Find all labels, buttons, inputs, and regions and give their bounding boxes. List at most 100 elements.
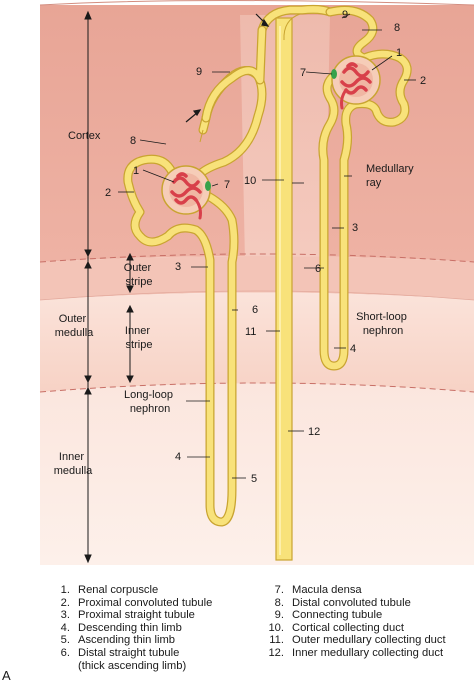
callout-2-long: 2 xyxy=(105,187,111,199)
zone-labels: Cortex Outer medulla Outer stripe Inner … xyxy=(54,130,417,477)
label-outer-medulla-line1: Outer xyxy=(59,313,87,325)
legend-text: Descending thin limb xyxy=(78,621,182,634)
label-medullary-ray: Medullary ray xyxy=(366,163,417,189)
legend-text: Proximal straight tubule xyxy=(78,609,195,622)
legend-item-1: 1. Renal corpuscle xyxy=(48,584,212,597)
legend-num: 10. xyxy=(268,621,284,634)
callout-8-short: 8 xyxy=(394,22,400,34)
callout-5-long: 5 xyxy=(251,473,257,485)
label-inner-stripe: Inner stripe xyxy=(125,325,153,351)
arrow-afferent-long xyxy=(192,109,202,117)
flow-arrows xyxy=(185,13,270,123)
callout-4-short: 4 xyxy=(350,343,356,355)
label-medullary-ray-line1: Medullary xyxy=(366,163,414,175)
number-callouts: 9 8 1 2 7 10 3 6 11 12 4 5 9 8 1 7 2 3 6… xyxy=(105,9,426,485)
callout-9-short: 9 xyxy=(342,9,348,21)
legend-text: Renal corpuscle xyxy=(78,584,159,596)
legend-item-6-subtext: (thick ascending limb) xyxy=(48,660,212,673)
legend-num: 3. xyxy=(60,609,70,622)
label-outer-stripe-line1: Outer xyxy=(124,262,152,274)
legend-subtext: (thick ascending limb) xyxy=(78,659,187,672)
inner-stripe-zone xyxy=(40,292,474,392)
label-inner-medulla-line2: medulla xyxy=(54,465,93,477)
label-long-loop-line2: nephron xyxy=(130,403,170,415)
callout-12: 12 xyxy=(308,426,320,438)
callout-7-long: 7 xyxy=(224,179,230,191)
legend-item-7: 7. Macula densa xyxy=(262,584,446,597)
renal-corpuscle-long xyxy=(161,165,211,220)
legend-num: 7. xyxy=(274,584,284,596)
label-outer-stripe-line2: stripe xyxy=(126,276,153,288)
legend-num: 2. xyxy=(60,596,70,609)
callout-10: 10 xyxy=(244,175,256,187)
long-loop-nephron-tubule xyxy=(123,25,267,527)
legend-item-12: 12. Inner medullary collecting duct xyxy=(262,647,446,660)
callout-8-long: 8 xyxy=(130,135,136,147)
legend-item-3: 3. Proximal straight tubule xyxy=(48,609,212,622)
short-loop-nephron-tubule xyxy=(318,5,412,371)
legend-num: 5. xyxy=(60,634,70,647)
legend-text: Inner medullary collecting duct xyxy=(292,646,444,659)
legend-right-column: 7. Macula densa 8. Distal convoluted tubul… xyxy=(262,584,446,660)
legend-text: Macula densa xyxy=(292,584,362,596)
legend-num: 6. xyxy=(60,646,70,659)
label-inner-stripe-line1: Inner xyxy=(125,325,150,337)
legend-num: 4. xyxy=(60,621,70,634)
leader-lines xyxy=(118,13,416,479)
callout-6-long: 6 xyxy=(252,304,258,316)
legend-num: 11. xyxy=(269,634,284,647)
legend-item-4: 4. Descending thin limb xyxy=(48,622,212,635)
panel-letter: A xyxy=(2,668,11,683)
callout-4-long: 4 xyxy=(175,451,181,463)
legend: 1. Renal corpuscle 2. Proximal convoluted … xyxy=(0,576,474,687)
callout-1-short: 1 xyxy=(396,47,402,59)
label-inner-medulla-line1: Inner xyxy=(59,451,84,463)
label-outer-medulla: Outer medulla xyxy=(55,313,94,339)
legend-item-9: 9. Connecting tubule xyxy=(262,609,446,622)
arrow-afferent-short xyxy=(261,18,270,27)
legend-text: Distal convoluted tubule xyxy=(292,596,411,609)
callout-11: 11 xyxy=(245,326,256,338)
callout-1-long: 1 xyxy=(133,165,139,177)
legend-text: Cortical collecting duct xyxy=(292,621,404,634)
legend-item-5: 5. Ascending thin limb xyxy=(48,634,212,647)
legend-item-2: 2. Proximal convoluted tubule xyxy=(48,596,213,610)
label-outer-stripe: Outer stripe xyxy=(124,262,155,288)
legend-item-6: 6. Distal straight tubule xyxy=(48,647,212,660)
legend-text: Outer medullary collecting duct xyxy=(292,634,446,647)
legend-text: Connecting tubule xyxy=(292,609,383,622)
depth-bracket xyxy=(84,10,134,564)
legend-item-10: 10. Cortical collecting duct xyxy=(262,622,446,635)
label-outer-medulla-line2: medulla xyxy=(55,327,94,339)
legend-item-11: 11. Outer medullary collecting duct xyxy=(262,634,446,647)
collecting-duct xyxy=(257,4,335,561)
cortex-top-edge xyxy=(39,0,474,6)
outer-stripe-zone xyxy=(40,256,474,300)
legend-num: 8. xyxy=(274,596,284,609)
legend-text: Ascending thin limb xyxy=(78,634,176,647)
legend-num: 9. xyxy=(274,609,284,622)
legend-num: 1. xyxy=(60,584,70,596)
legend-num: 12. xyxy=(268,646,284,659)
label-short-loop-line2: nephron xyxy=(363,325,403,337)
label-short-loop-nephron: Short-loop nephron xyxy=(356,311,410,337)
legend-left-column: 1. Renal corpuscle 2. Proximal convoluted … xyxy=(48,584,213,673)
label-medullary-ray-line2: ray xyxy=(366,177,382,189)
legend-text: Proximal convoluted tubule xyxy=(78,596,213,609)
label-long-loop-line1: Long-loop xyxy=(124,389,173,401)
renal-corpuscle-short xyxy=(331,55,381,110)
label-short-loop-line1: Short-loop xyxy=(356,311,407,323)
label-cortex: Cortex xyxy=(68,130,101,142)
label-long-loop-nephron: Long-loop nephron xyxy=(124,389,176,415)
callout-7-short: 7 xyxy=(300,67,306,79)
label-inner-medulla: Inner medulla xyxy=(54,451,93,477)
nephron-diagram: Cortex Outer medulla Outer stripe Inner … xyxy=(39,0,474,565)
outer-inner-stripe-boundary xyxy=(39,290,474,301)
callout-3-long: 3 xyxy=(175,261,181,273)
callout-3-short: 3 xyxy=(352,222,358,234)
inner-medulla-zone xyxy=(40,383,474,565)
callout-6-short: 6 xyxy=(315,263,321,275)
legend-item-8: 8. Distal convoluted tubule xyxy=(262,597,446,610)
label-inner-stripe-line2: stripe xyxy=(126,339,153,351)
legend-text: Distal straight tubule xyxy=(78,646,180,659)
